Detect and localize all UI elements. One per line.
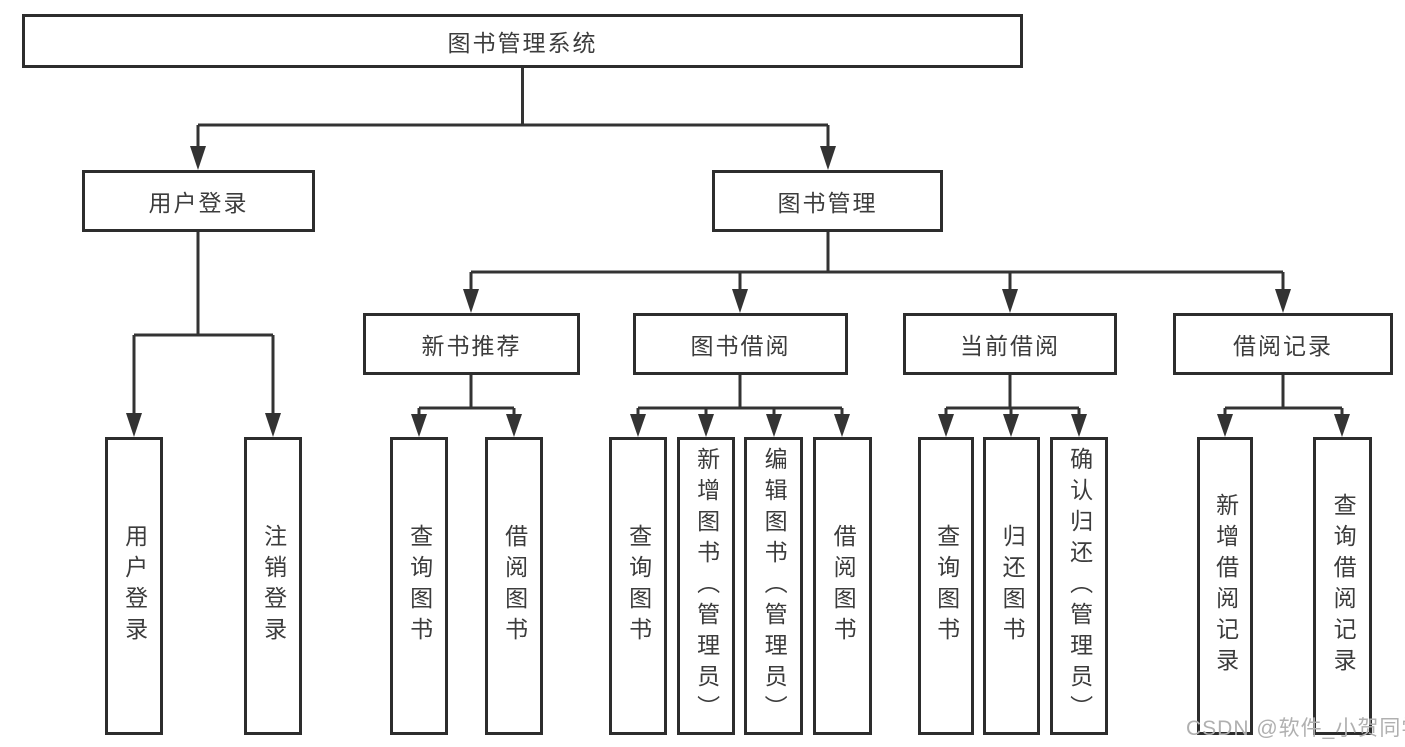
arrow-down-icon xyxy=(630,414,646,437)
leaf-label: 查询图书 xyxy=(406,524,433,648)
leaf-confirm-return-admin: 确认归还（管理员） xyxy=(1050,437,1108,735)
arrow-down-icon xyxy=(1334,414,1350,437)
arrow-down-icon xyxy=(1275,289,1291,313)
arrow-down-icon xyxy=(1002,289,1018,313)
leaf-label: 新增图书（管理员） xyxy=(693,446,720,726)
node-book-borrow: 图书借阅 xyxy=(633,313,848,375)
arrow-down-icon xyxy=(938,414,954,437)
leaf-label: 查询借阅记录 xyxy=(1330,493,1357,679)
node-root-system: 图书管理系统 xyxy=(22,14,1023,68)
arrow-down-icon xyxy=(126,413,142,437)
arrow-down-icon xyxy=(766,414,782,437)
arrow-down-icon xyxy=(820,146,836,170)
leaf-label: 查询图书 xyxy=(625,524,652,648)
arrow-down-icon xyxy=(1003,414,1019,437)
leaf-query-borrow-record: 查询借阅记录 xyxy=(1313,437,1372,735)
arrow-down-icon xyxy=(732,289,748,313)
leaf-query-books-recommend: 查询图书 xyxy=(390,437,448,735)
node-new-book-recommend: 新书推荐 xyxy=(363,313,580,375)
leaf-return-books: 归还图书 xyxy=(983,437,1040,735)
csdn-watermark: CSDN @软件_小贺同学 xyxy=(1186,717,1405,740)
leaf-label: 编辑图书（管理员） xyxy=(761,446,788,726)
arrow-down-icon xyxy=(698,414,714,437)
leaf-label: 借阅图书 xyxy=(830,524,857,648)
arrow-down-icon xyxy=(1071,414,1087,437)
leaf-label: 借阅图书 xyxy=(501,524,528,648)
leaf-label: 归还图书 xyxy=(999,524,1026,648)
leaf-query-books-borrow: 查询图书 xyxy=(609,437,667,735)
leaf-add-book-admin: 新增图书（管理员） xyxy=(677,437,735,735)
leaf-query-books-current: 查询图书 xyxy=(918,437,974,735)
leaf-logout: 注销登录 xyxy=(244,437,302,735)
leaf-edit-book-admin: 编辑图书（管理员） xyxy=(744,437,803,735)
node-book-management: 图书管理 xyxy=(712,170,943,232)
leaf-label: 查询图书 xyxy=(933,524,960,648)
leaf-user-login: 用户登录 xyxy=(105,437,163,735)
node-borrow-records: 借阅记录 xyxy=(1173,313,1393,375)
node-user-login: 用户登录 xyxy=(82,170,315,232)
leaf-label: 用户登录 xyxy=(121,524,148,648)
leaf-borrow-books-recommend: 借阅图书 xyxy=(485,437,543,735)
leaf-borrow-books: 借阅图书 xyxy=(813,437,872,735)
node-current-borrow: 当前借阅 xyxy=(903,313,1117,375)
arrow-down-icon xyxy=(190,146,206,170)
arrow-down-icon xyxy=(265,413,281,437)
arrow-down-icon xyxy=(463,289,479,313)
arrow-down-icon xyxy=(834,414,850,437)
leaf-label: 新增借阅记录 xyxy=(1212,493,1239,679)
arrow-down-icon xyxy=(411,414,427,437)
leaf-label: 注销登录 xyxy=(260,524,287,648)
arrow-down-icon xyxy=(1217,414,1233,437)
arrow-down-icon xyxy=(506,414,522,437)
leaf-add-borrow-record: 新增借阅记录 xyxy=(1197,437,1253,735)
leaf-label: 确认归还（管理员） xyxy=(1066,446,1093,726)
